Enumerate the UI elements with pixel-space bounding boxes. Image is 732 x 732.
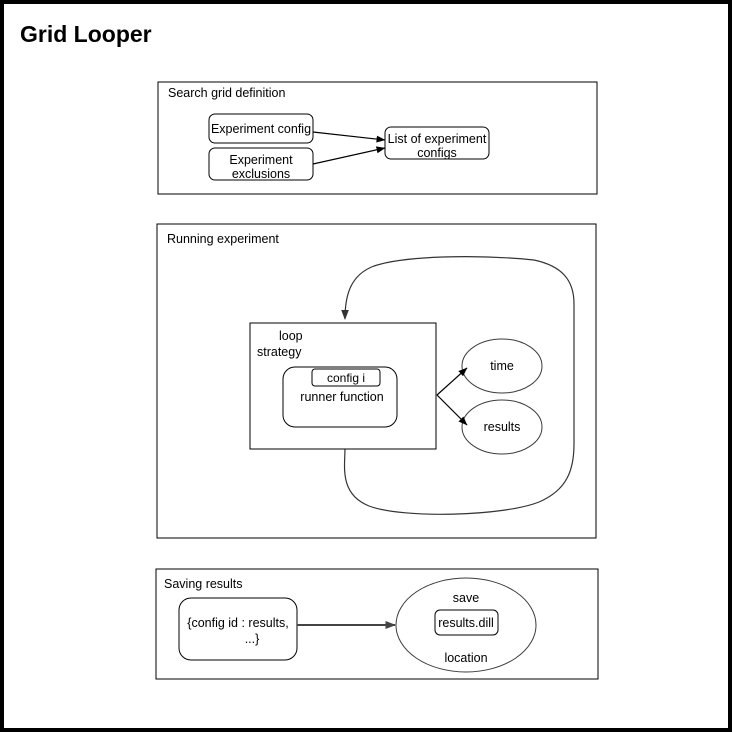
edge-experiment-exclusions-to-list	[312, 146, 386, 165]
page-title: Grid Looper	[20, 21, 152, 47]
node-shape-time[interactable]	[461, 338, 543, 394]
node-label-experiment-exclusions-line1: Experiment	[229, 153, 293, 167]
node-runner-function[interactable]: config i runner function	[282, 366, 398, 428]
node-label-time: time	[490, 359, 514, 373]
section-running-experiment: Running experiment loop strategy config …	[156, 223, 597, 539]
node-label-loop-strategy-line2: strategy	[257, 345, 302, 359]
node-shape-list-of-experiment-configs[interactable]	[384, 126, 490, 160]
node-label-location: location	[444, 651, 487, 665]
node-shape-results-dict[interactable]	[178, 597, 298, 661]
node-label-results-dict-line1: {config id : results,	[187, 616, 288, 630]
node-label-results-dill: results.dill	[438, 616, 494, 630]
node-shape-config-i[interactable]	[311, 368, 381, 387]
node-time[interactable]: time	[461, 338, 543, 394]
node-shape-experiment-config[interactable]	[208, 113, 314, 144]
node-results[interactable]: results	[461, 399, 543, 455]
section-search-grid-definition: Search grid definition Experiment config…	[157, 81, 598, 195]
section-label-search-grid-definition: Search grid definition	[168, 86, 285, 100]
node-label-results-dict-line2: ...}	[245, 632, 260, 646]
edge-loop-strategy-to-results	[436, 394, 468, 426]
node-label-results: results	[484, 420, 521, 434]
node-shape-results[interactable]	[461, 399, 543, 455]
section-label-running-experiment: Running experiment	[167, 232, 279, 246]
node-loop-strategy[interactable]: loop strategy config i runner function	[249, 322, 437, 450]
node-label-list-of-experiment-configs-line2: configs	[417, 146, 457, 160]
edge-loop-strategy-to-time	[436, 367, 468, 396]
node-config-i[interactable]: config i	[311, 368, 381, 387]
edge-experiment-config-to-list	[312, 131, 386, 143]
node-results-dict[interactable]: {config id : results, ...}	[178, 597, 298, 661]
node-experiment-exclusions[interactable]: Experiment exclusions	[208, 147, 314, 181]
node-save-location[interactable]: save results.dill location	[395, 577, 537, 673]
edge-loop-back-to-loop-strategy	[341, 256, 575, 515]
node-experiment-config[interactable]: Experiment config	[208, 113, 314, 144]
node-label-runner-function: runner function	[300, 390, 383, 404]
node-results-dill[interactable]: results.dill	[434, 609, 499, 636]
section-saving-results: Saving results {config id : results, ...…	[155, 568, 599, 680]
node-label-experiment-config: Experiment config	[211, 122, 311, 136]
node-label-loop-strategy-line1: loop	[279, 329, 303, 343]
section-label-saving-results: Saving results	[164, 577, 243, 591]
node-label-experiment-exclusions-line2: exclusions	[232, 167, 290, 181]
node-label-save: save	[453, 591, 479, 605]
node-list-of-experiment-configs[interactable]: List of experiment configs	[384, 126, 490, 160]
node-shape-results-dill[interactable]	[434, 609, 499, 636]
node-label-config-i: config i	[327, 371, 365, 385]
grid-looper-diagram: Search grid definition Experiment config…	[155, 81, 599, 680]
node-label-list-of-experiment-configs-line1: List of experiment	[388, 132, 487, 146]
